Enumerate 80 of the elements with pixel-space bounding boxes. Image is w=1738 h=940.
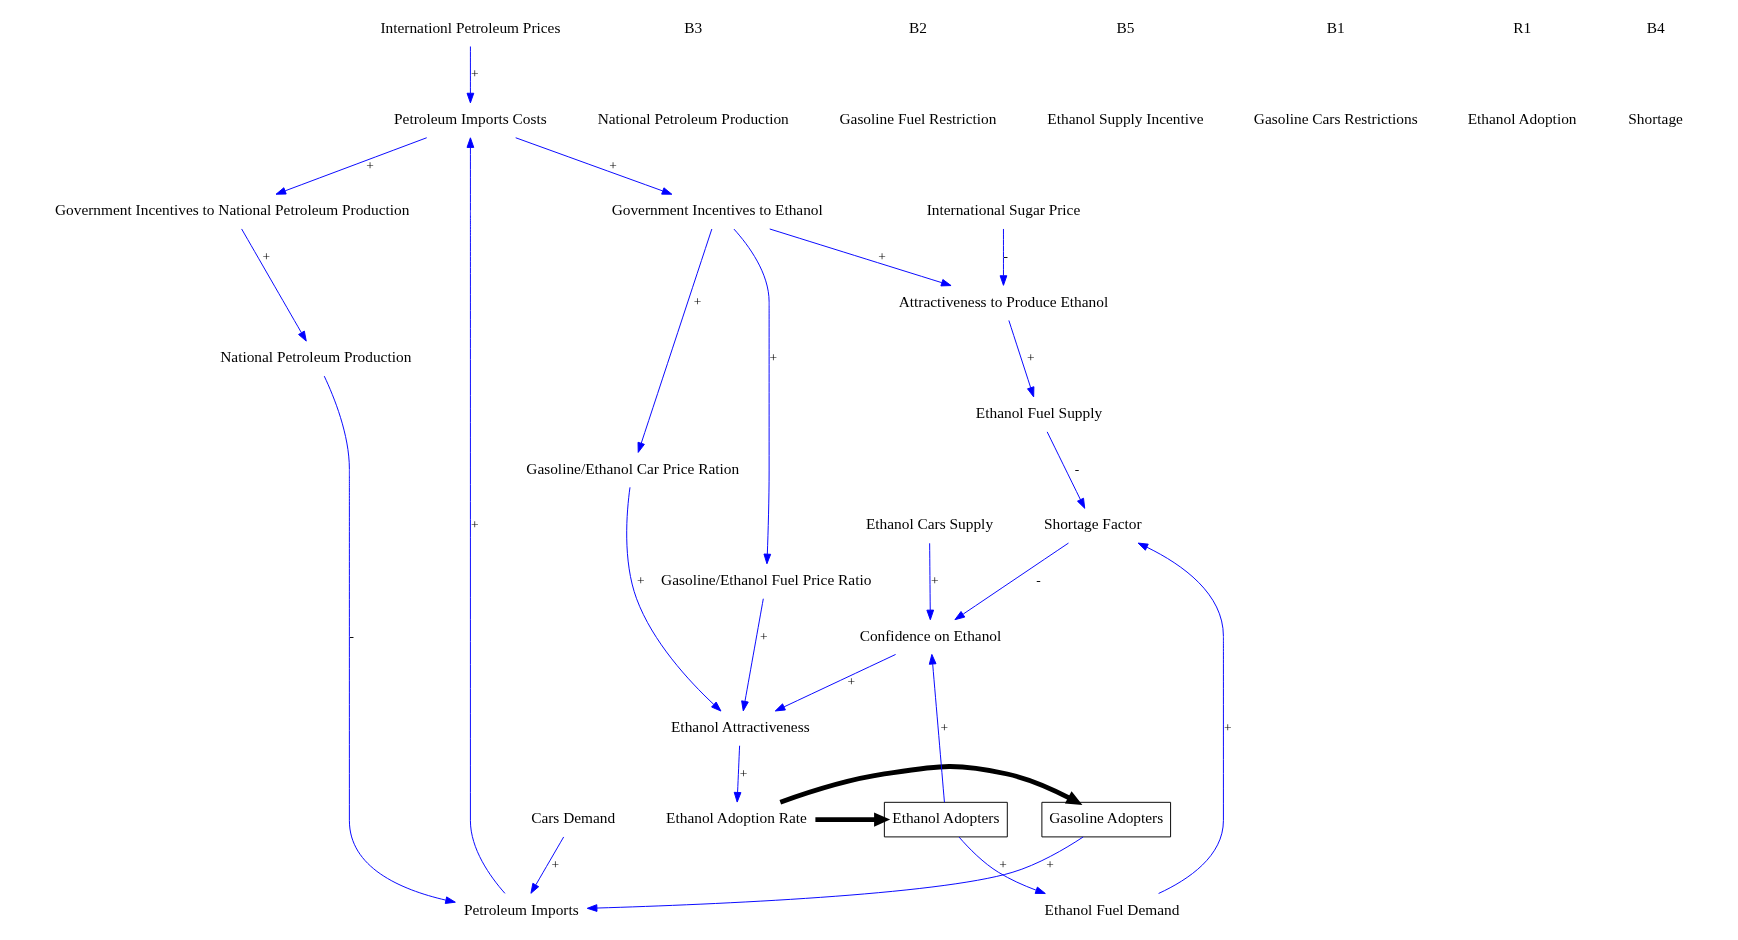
arrow (466, 46, 475, 104)
edge-label: + (262, 248, 271, 264)
label: Shortage (1628, 110, 1683, 128)
edge-label: - (349, 628, 355, 644)
edge-label: + (760, 628, 768, 644)
arrow (774, 654, 897, 712)
arrow (815, 812, 891, 827)
node-text: Gasoline/Ethanol Fuel Price Ratio (661, 571, 872, 589)
arrow (515, 137, 673, 195)
node-text: Petroleum Imports (463, 900, 579, 918)
node-text: Government Incentives to National Petroleum Production (54, 201, 410, 219)
edge-label: + (739, 765, 748, 781)
node-text: Shortage Factor (1043, 515, 1142, 533)
arrow (637, 228, 713, 453)
label: Gasoline Fuel Restriction (839, 110, 997, 128)
arrow (999, 228, 1008, 286)
edge-label: + (940, 719, 949, 735)
edge-label: - (1074, 461, 1080, 477)
arrow (1046, 431, 1086, 509)
edge-label: + (1046, 856, 1054, 872)
edge-label: + (637, 572, 645, 588)
arrow (958, 836, 1046, 894)
arrow (586, 836, 1084, 912)
arrow (733, 745, 742, 803)
node-text: Attractiveness to Produce Ethanol (898, 292, 1109, 310)
node-text: Confidence on Ethanol (859, 626, 1002, 644)
edge-label: + (609, 157, 617, 173)
arrow (275, 137, 428, 195)
node-text: Cars Demand (531, 809, 616, 827)
arrow (530, 836, 565, 894)
label: National Petroleum Production (597, 110, 789, 128)
arrow (1008, 320, 1035, 398)
edge-label: + (769, 350, 778, 366)
arrow (466, 137, 506, 894)
label: Ethanol Adoption (1467, 110, 1577, 128)
node-text: Ethanol Cars Supply (865, 515, 994, 533)
edge-label: + (1223, 719, 1232, 735)
arrow (323, 375, 456, 904)
node-text: Ethanol Fuel Supply (975, 403, 1103, 421)
edge-label: + (1027, 350, 1035, 366)
arrow (769, 228, 952, 287)
arrow (928, 653, 945, 803)
label: Gasoline Cars Restrictions (1253, 110, 1418, 128)
arrow (1137, 542, 1224, 894)
edge-label: + (847, 674, 856, 690)
arrow (733, 228, 772, 565)
arrow (241, 228, 307, 342)
edge-label: + (693, 294, 702, 310)
node-text: Gasoline/Ethanol Car Price Ration (526, 459, 740, 477)
arrow (926, 542, 935, 621)
arrow (954, 542, 1069, 621)
node-text: Ethanol Fuel Demand (1044, 900, 1180, 918)
node-text: National Petroleum Production (220, 348, 412, 366)
node-box: Ethanol Adopters (883, 801, 1008, 838)
arrow (741, 598, 764, 712)
edge-label: + (551, 856, 560, 872)
edge-label: - (1003, 248, 1009, 264)
edge-label: + (470, 66, 479, 82)
label: Ethanol Supply Incentive (1047, 110, 1204, 128)
edge-label: + (878, 248, 886, 264)
node-box: Gasoline Adopters (1041, 801, 1172, 838)
node-text: Ethanol Adoption Rate (666, 809, 807, 827)
label: B4 (1646, 18, 1665, 36)
edge-label: + (999, 856, 1007, 872)
arrow (626, 486, 722, 712)
node-text: Petroleum Imports Costs (394, 110, 547, 128)
node-text: Ethanol Attractiveness (670, 718, 810, 736)
node-text: Government Incentives to Ethanol (611, 201, 823, 219)
label: B2 (909, 18, 927, 36)
arrow (779, 764, 1083, 805)
edge-label: - (1036, 572, 1041, 588)
label: B3 (684, 18, 703, 36)
label: B1 (1326, 18, 1345, 36)
node-text: Internationl Petroleum Prices (380, 18, 561, 36)
node-text: International Sugar Price (926, 201, 1081, 219)
edge-label: + (930, 572, 939, 588)
edge-label: + (470, 517, 479, 533)
label: R1 (1513, 18, 1532, 36)
label: B5 (1116, 18, 1135, 36)
edge-label: + (366, 157, 374, 173)
